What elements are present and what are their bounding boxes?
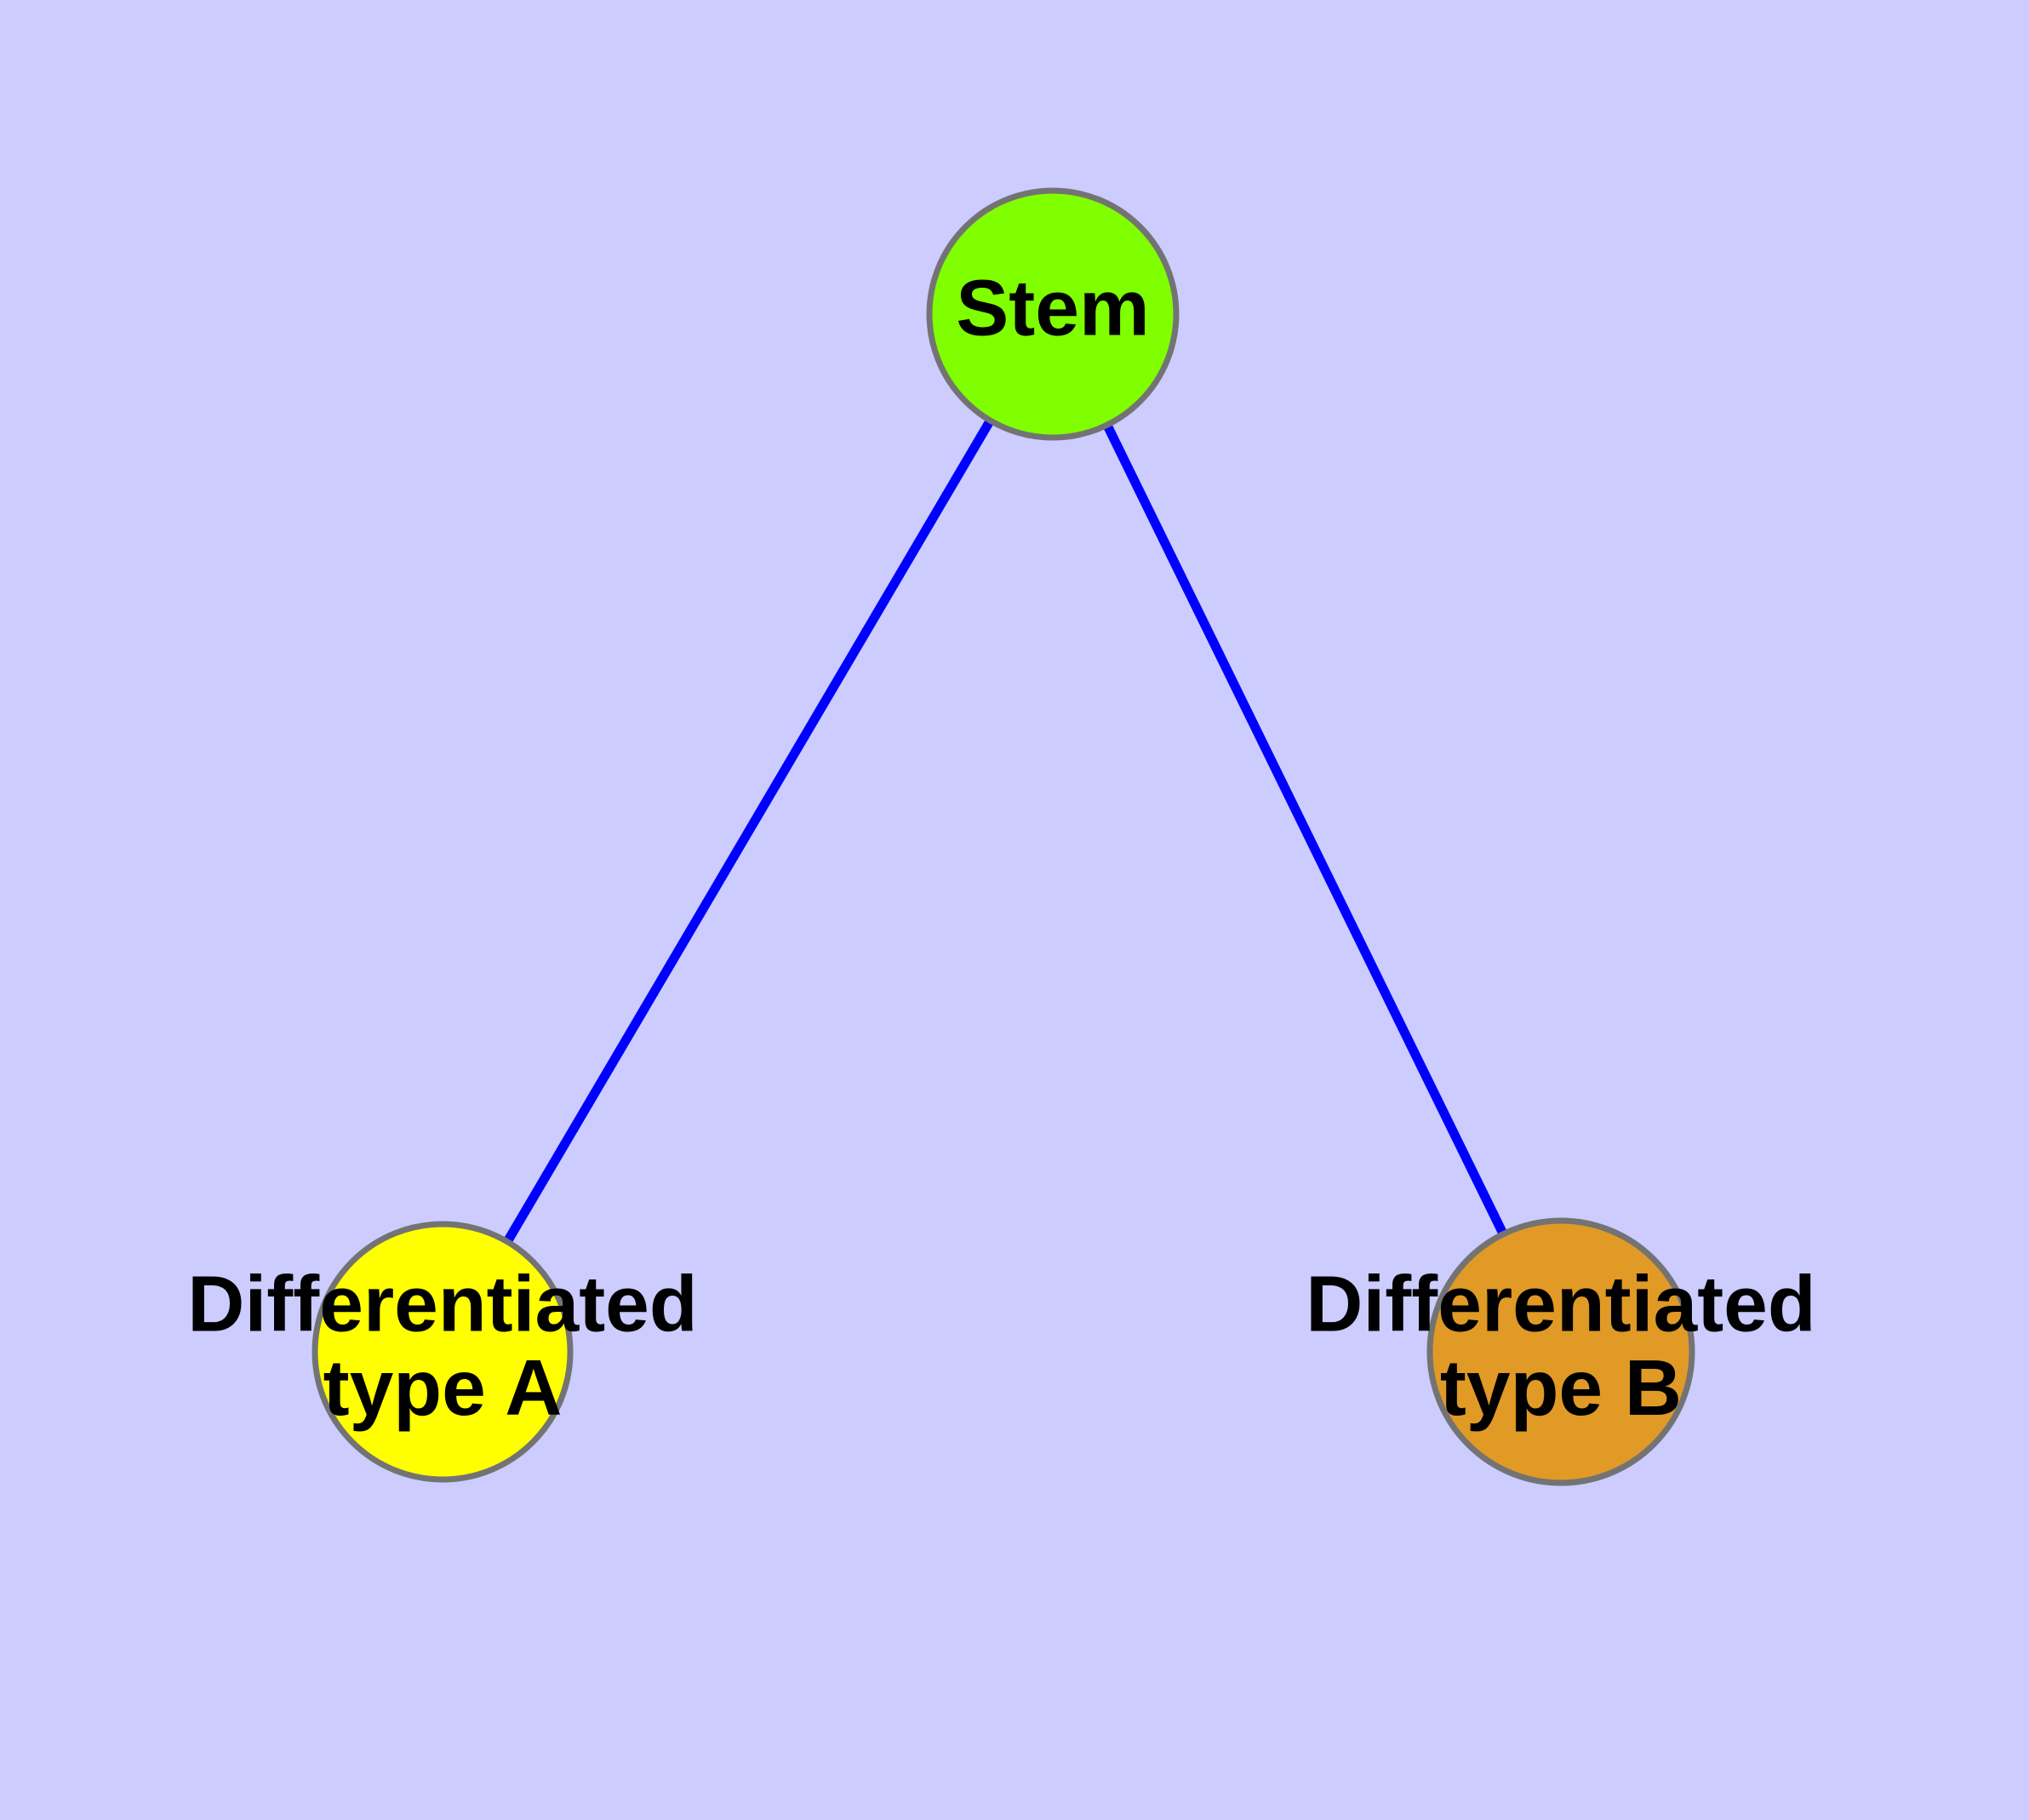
node-label-diff_b-line-1: Differentiated — [1306, 1259, 1815, 1348]
edge-stem-diff-a[interactable] — [503, 418, 995, 1245]
edge-layer — [503, 418, 1508, 1245]
node-label-diff_a-line-2: type A — [323, 1343, 563, 1432]
node-label-diff_b-line-2: type B — [1440, 1343, 1682, 1432]
node-label-diff_a-line-1: Differentiated — [187, 1259, 697, 1348]
node-label-stem-line-1: Stem — [956, 264, 1149, 352]
node-stem[interactable]: Stem — [926, 187, 1180, 441]
node-circle-diff_b[interactable] — [1426, 1217, 1695, 1486]
edge-stem-diff-b[interactable] — [1102, 422, 1508, 1237]
node-circle-diff_a[interactable] — [311, 1221, 574, 1483]
node-circle-stem[interactable] — [926, 187, 1180, 441]
